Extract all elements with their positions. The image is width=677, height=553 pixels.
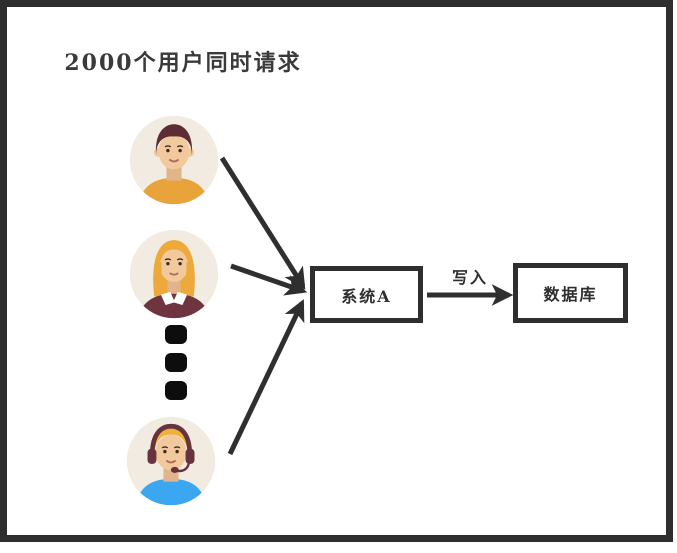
mouth [168,158,180,163]
eyebrow [161,446,169,449]
write-edge-label: 写入 [451,268,488,287]
hair-lock [156,260,165,288]
eyebrow [176,145,184,148]
node-system-a: 系统A [310,266,423,323]
male-user-avatar-icon [129,115,219,205]
hair [155,124,193,156]
headset-mic [170,466,179,473]
mouth [169,272,179,276]
eye [163,449,167,454]
node-system-a-label: 系统A [341,286,392,306]
eye [166,148,170,153]
eyebrow [164,258,172,261]
vertical-ellipsis-dot [165,353,187,372]
hair-fringe [158,241,190,267]
face [155,434,187,471]
collar [160,291,175,306]
headset-user-avatar-icon [126,416,216,506]
vertical-ellipsis-dot [165,381,187,400]
eye [175,449,179,454]
hair-lock [183,260,192,288]
neck [167,278,181,294]
vertical-ellipsis-dot [165,325,187,344]
diagram-title: 2000个用户同时请求 [64,50,302,76]
face [158,133,190,170]
eye [178,261,182,266]
eye [166,261,170,266]
mouth [165,459,177,464]
female-user-avatar-icon [129,229,219,319]
node-database-label: 数据库 [543,285,598,304]
eye [178,148,182,153]
eyebrow [164,145,172,148]
headset-earcup [185,448,195,464]
collar [173,291,188,306]
headset-earcup [147,448,157,464]
eyebrow [173,446,181,449]
headset-band [149,423,193,456]
face [159,247,189,282]
eyebrow [176,258,184,261]
node-database: 数据库 [513,263,628,323]
